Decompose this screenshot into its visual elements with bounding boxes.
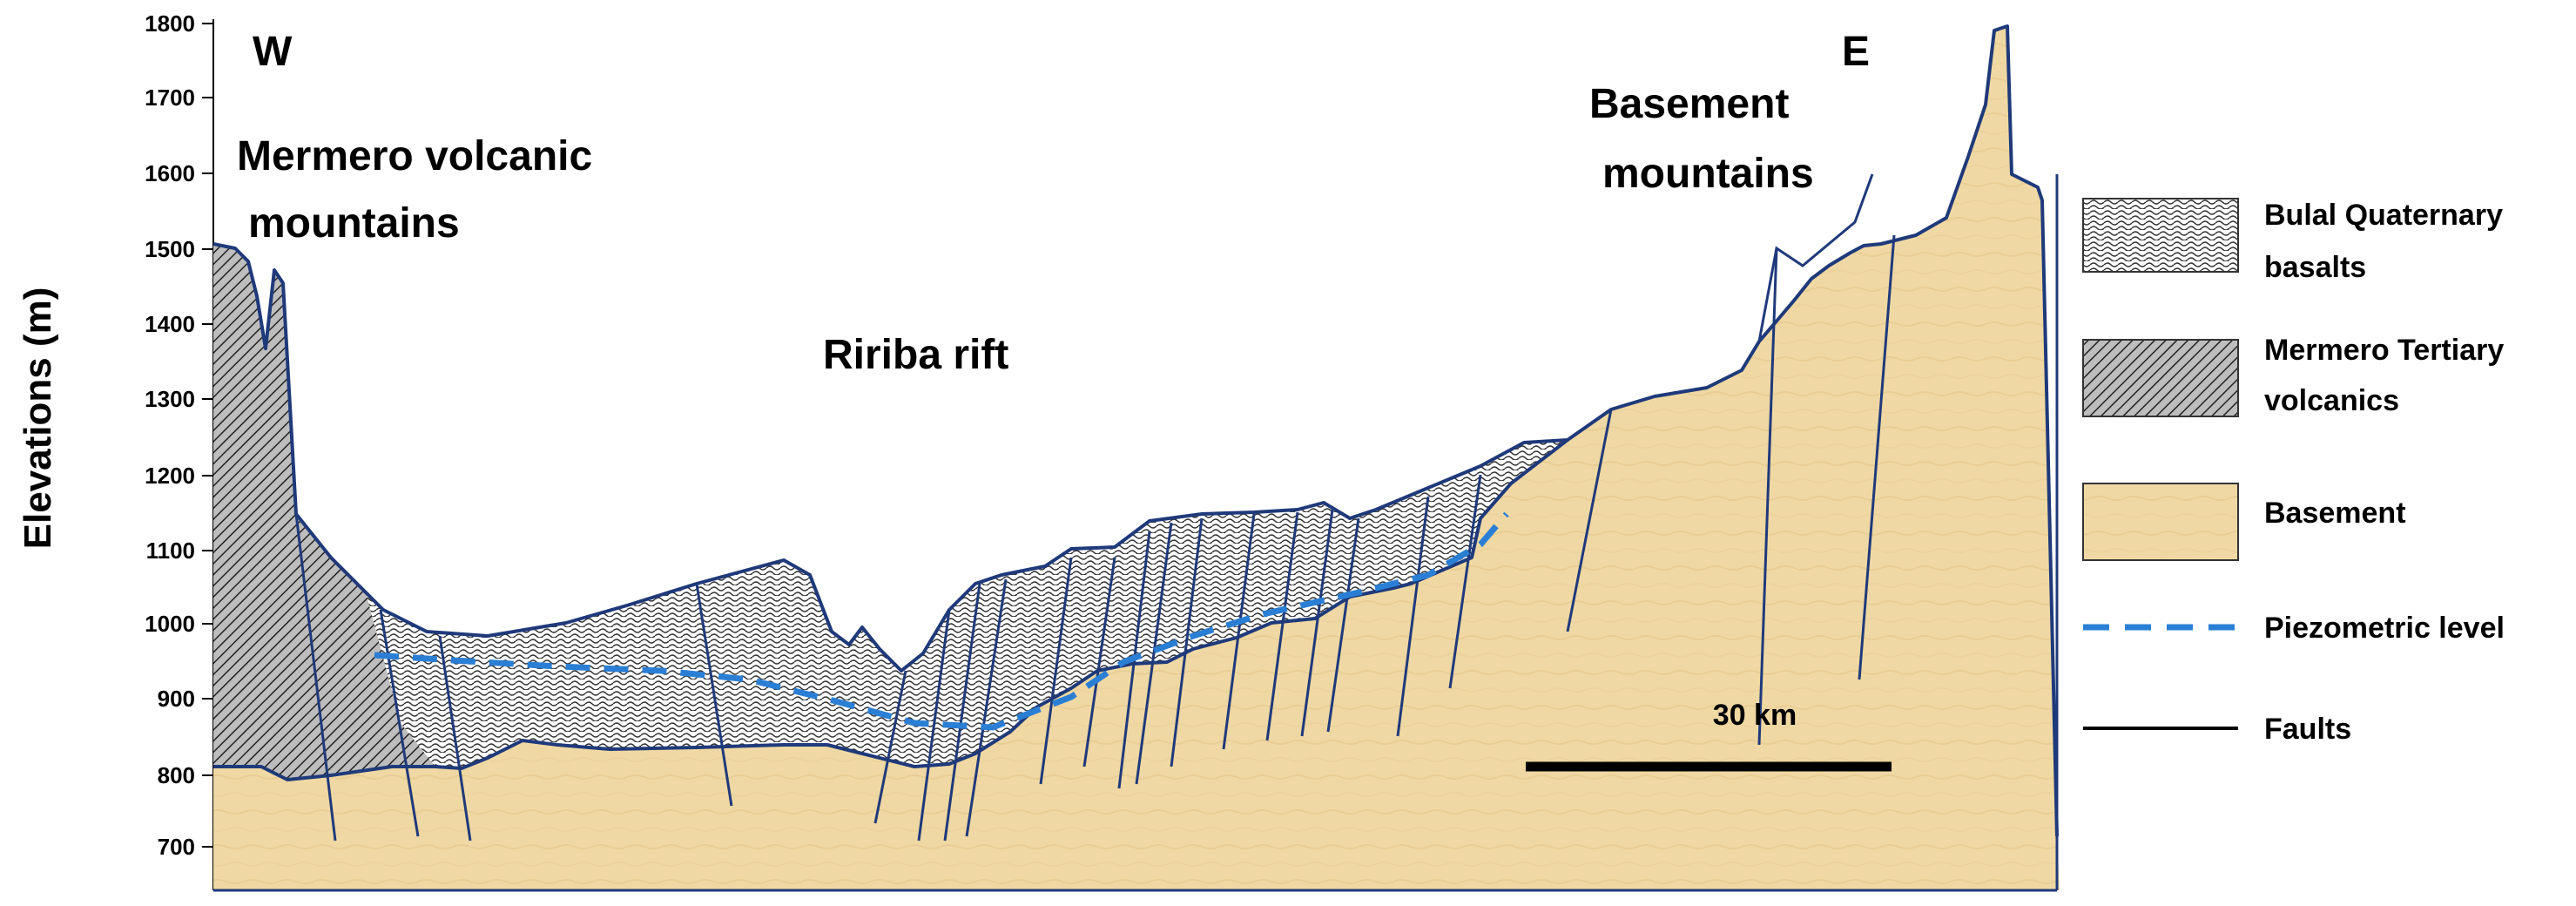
legend-label-basement: Basement <box>2264 497 2406 530</box>
legend-swatch-tertiary <box>2082 339 2239 417</box>
legend-item-basalts: Bulal Quaternary basalts <box>2082 198 2503 284</box>
fault-line <box>1170 517 1204 767</box>
y-axis-title: Elevations (m) <box>17 287 59 550</box>
piezometric-level <box>374 511 1509 731</box>
y-tick-label: 1400 <box>145 311 195 337</box>
fault-line <box>1396 496 1430 737</box>
y-tick-label: 1700 <box>145 85 195 111</box>
fault-line <box>294 513 337 842</box>
y-tick-label: 1100 <box>146 538 195 564</box>
fault-line <box>1082 557 1116 767</box>
fault-line <box>917 609 951 842</box>
y-axis-tick-labels: 1800 1700 1600 1500 1400 1300 1200 1100 … <box>145 10 195 860</box>
mermero-label-line1: Mermero volcanic <box>237 133 592 179</box>
surface-profile <box>212 24 2059 837</box>
y-tick-label: 700 <box>158 834 195 860</box>
ririba-rift-label: Ririba rift <box>823 332 1008 378</box>
scale-bar-label: 30 km <box>1713 699 1797 732</box>
west-label: W <box>253 29 293 75</box>
legend-swatch-basalts <box>2082 198 2239 273</box>
y-tick-label: 800 <box>158 762 195 788</box>
fault-line <box>1757 247 1778 746</box>
y-tick-label: 1800 <box>145 10 195 37</box>
scale-bar: 30 km <box>1526 699 1892 772</box>
mermero-tertiary-volcanics <box>213 244 435 780</box>
fault-line <box>379 609 420 837</box>
fault-line <box>1326 517 1360 733</box>
bulal-quaternary-basalts <box>366 440 1568 768</box>
y-tick-label: 1600 <box>145 160 195 186</box>
y-tick-label: 900 <box>158 686 195 712</box>
basement-mountains-label-line2: mountains <box>1602 151 1814 197</box>
legend: Bulal Quaternary basalts Mermero Tertiar… <box>2082 198 2505 746</box>
legend-label-basalts-line1: Bulal Quaternary <box>2264 199 2503 232</box>
legend-swatch-basement <box>2082 483 2239 561</box>
legend-label-piezometric: Piezometric level <box>2264 612 2505 645</box>
fault-line <box>1265 511 1299 741</box>
y-tick-label: 1300 <box>145 386 195 412</box>
y-tick-label: 1200 <box>145 463 195 489</box>
basalt-base-contact <box>213 438 1569 781</box>
fault-line <box>1135 522 1173 785</box>
fault-line <box>1039 557 1073 785</box>
basement-mountains-label-line1: Basement <box>1589 81 1789 127</box>
mermero-label-line2: mountains <box>248 200 460 247</box>
basement-ridge-line <box>1740 173 1874 371</box>
y-axis: 1800 1700 1600 1500 1400 1300 1200 1100 … <box>17 10 214 890</box>
fault-line <box>1858 234 1896 680</box>
fault-line <box>943 583 981 842</box>
y-axis-ticks <box>202 23 213 848</box>
legend-item-piezometric: Piezometric level <box>2083 612 2505 645</box>
cross-section-layers <box>212 24 2060 892</box>
legend-item-basement: Basement <box>2082 483 2406 561</box>
y-tick-label: 1000 <box>145 611 195 637</box>
fault-line <box>438 635 472 842</box>
fault-line <box>1222 513 1256 750</box>
legend-label-faults: Faults <box>2264 713 2351 746</box>
east-label: E <box>1842 29 1870 75</box>
fault-line <box>873 670 907 824</box>
fault-line <box>1566 409 1613 632</box>
y-tick-label: 1500 <box>145 236 195 262</box>
faults <box>294 234 1896 842</box>
legend-item-tertiary: Mermero Tertiary volcanics <box>2082 334 2504 417</box>
fault-line <box>1300 509 1334 737</box>
fault-line <box>695 583 733 807</box>
fault-line <box>1448 474 1482 689</box>
legend-label-tertiary-line1: Mermero Tertiary <box>2264 334 2504 367</box>
legend-label-basalts-line2: basalts <box>2264 251 2366 284</box>
legend-label-tertiary-line2: volcanics <box>2264 384 2399 417</box>
fault-line <box>965 578 1008 837</box>
legend-item-faults: Faults <box>2083 713 2351 746</box>
